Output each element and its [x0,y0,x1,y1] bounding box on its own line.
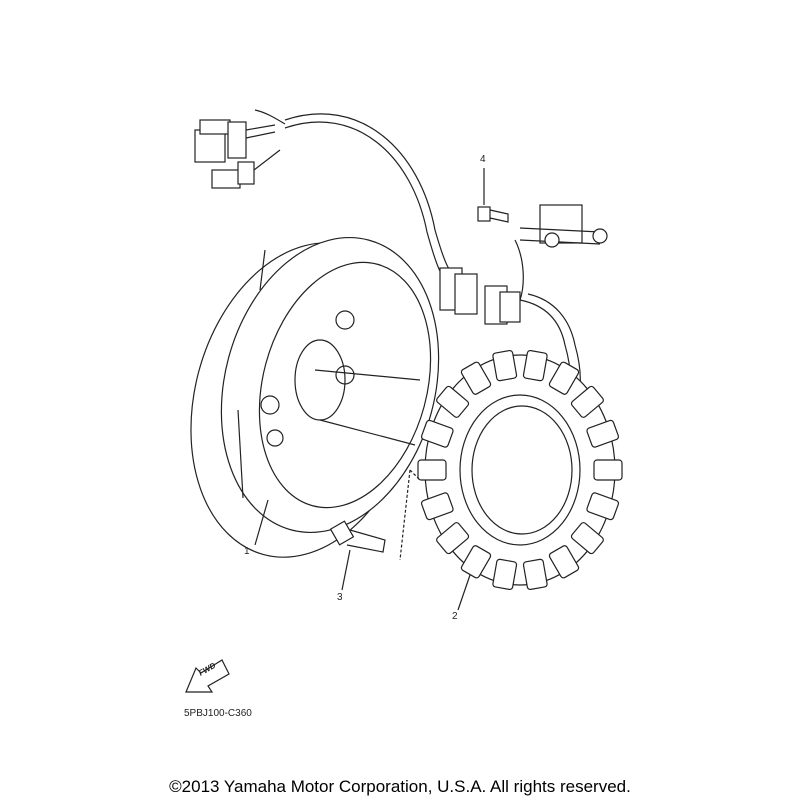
stator-tooth [417,459,447,481]
stator-tooth [460,361,492,395]
part-code: 5PBJ100-C360 [184,708,252,719]
stator-tooth [548,361,580,395]
screw-part-4 [477,168,509,223]
callout-4: 4 [480,154,486,165]
copyright-notice: ©2013 Yamaha Motor Corporation, U.S.A. A… [169,777,631,796]
callout-2: 2 [452,611,458,622]
callout-3: 3 [337,592,343,603]
stator-tooth [460,545,492,579]
stator-tooth [522,349,548,382]
stator-tooth [548,545,580,579]
stator-tooth [436,385,470,418]
stator-tooth [570,385,604,418]
stator-tooth [570,522,604,555]
stator-tooth [586,492,620,521]
pickup-coil [519,204,608,248]
stator-tooth [586,419,620,448]
stator-tooth [420,492,454,521]
stator-tooth [492,558,518,591]
wire-couplers [439,267,521,325]
stator-tooth [593,459,623,481]
flywheel-rotor [190,236,440,558]
stator-tooth [420,419,454,448]
coupler-connectors [194,119,281,189]
callout-1: 1 [244,546,250,557]
fwd-arrow-icon [185,659,230,693]
stator-assembly [399,349,623,611]
stator-tooth [522,558,548,591]
stator-tooth [492,349,518,382]
bolt-part-3 [329,520,386,591]
stator-tooth [436,522,470,555]
